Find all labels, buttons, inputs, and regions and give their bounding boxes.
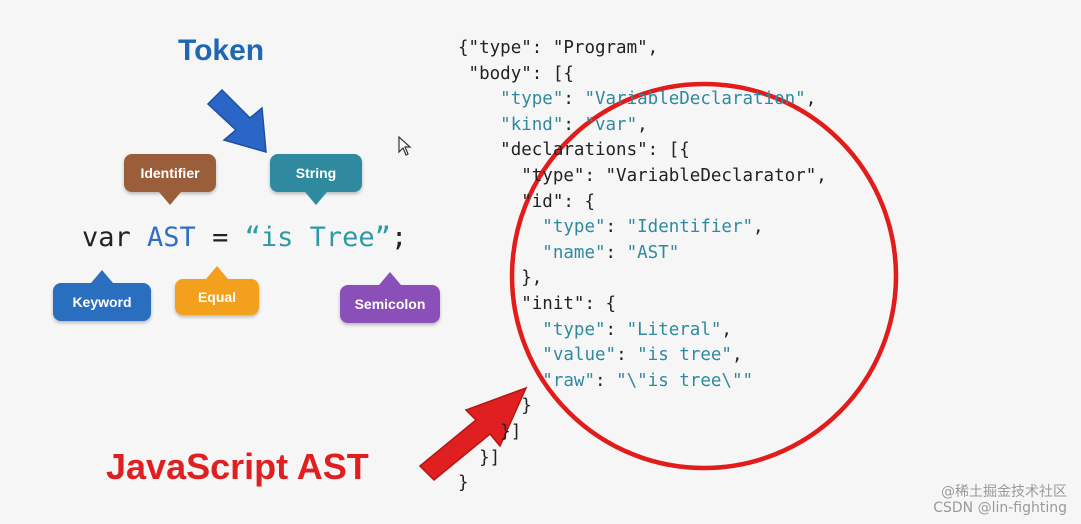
json-token: ,	[731, 345, 743, 366]
string-bubble: String	[270, 154, 362, 192]
equal-bubble: Equal	[175, 279, 259, 315]
json-line: "type": "Identifier",	[458, 215, 827, 241]
token-title: Token	[178, 34, 265, 67]
json-token: {	[458, 38, 469, 58]
json-token: ,	[805, 89, 817, 110]
semicolon-bubble: Semicolon	[340, 285, 440, 323]
json-line: "type": "VariableDeclaration",	[458, 87, 827, 113]
watermark-line-1: @稀土掘金技术社区	[941, 484, 1067, 500]
ast-json-block: {"type": "Program", "body": [{ "type": "…	[458, 36, 827, 497]
json-line: {"type": "Program",	[458, 36, 827, 62]
json-line: }]	[458, 446, 827, 472]
json-token: "declarations"	[500, 140, 648, 161]
code-keyword: var	[82, 222, 131, 253]
json-line: "type": "Literal",	[458, 318, 827, 344]
json-token: "name"	[542, 242, 606, 263]
json-token: "type"	[468, 38, 532, 58]
json-line: }	[458, 394, 827, 420]
json-token: :	[531, 38, 553, 58]
json-token: : {	[584, 293, 617, 314]
json-token: }	[521, 396, 532, 417]
json-line: "body": [{	[458, 62, 827, 88]
json-token: ,	[647, 38, 659, 58]
json-token: :	[563, 114, 585, 135]
json-line: "raw": "\"is tree\""	[458, 369, 827, 395]
json-line: },	[458, 266, 827, 292]
json-line: "id": {	[458, 190, 827, 216]
code-equal: =	[212, 222, 229, 253]
json-line: }	[458, 471, 827, 497]
json-token: "type"	[542, 217, 606, 238]
watermark: @稀土掘金技术社区 CSDN @lin-fighting	[933, 484, 1067, 516]
red-arrow-icon	[418, 386, 528, 482]
json-token: ,	[753, 217, 764, 238]
json-line: "name": "AST"	[458, 241, 827, 267]
code-semicolon: ;	[390, 222, 408, 253]
highlight-circle	[509, 81, 899, 471]
json-token: "Program"	[552, 38, 648, 58]
json-token: "VariableDeclarator"	[605, 165, 817, 186]
json-token: "value"	[542, 345, 617, 366]
code-line: var AST = “is Tree”;	[82, 222, 407, 253]
json-line: "init": {	[458, 292, 827, 318]
json-token: }	[458, 473, 469, 494]
json-token: ,	[816, 165, 827, 186]
code-string: “is Tree”	[244, 222, 391, 253]
json-token: "body"	[468, 63, 532, 84]
json-token: : [{	[531, 63, 574, 84]
json-line: "declarations": [{	[458, 138, 827, 164]
json-token: :	[584, 165, 606, 186]
json-token: },	[521, 268, 543, 289]
json-token: :	[605, 217, 627, 238]
json-line: "value": "is tree",	[458, 343, 827, 369]
json-line: }]	[458, 420, 827, 446]
json-token: : {	[563, 191, 595, 212]
json-token: :	[616, 345, 638, 366]
json-token: "var"	[584, 114, 638, 135]
json-token: "type"	[542, 319, 606, 340]
json-token: "AST"	[626, 242, 680, 263]
json-token: :	[605, 242, 627, 263]
json-token: "\"is tree\""	[616, 370, 754, 391]
json-token: :	[605, 319, 627, 340]
mouse-pointer-icon	[398, 136, 412, 156]
json-token: :	[563, 89, 585, 110]
json-token: "is tree"	[637, 345, 732, 366]
identifier-bubble: Identifier	[124, 154, 216, 192]
json-token: }]	[479, 447, 501, 468]
json-token: :	[594, 370, 617, 391]
json-token: ,	[637, 114, 648, 135]
json-token: "type"	[500, 89, 564, 110]
json-token: }]	[500, 421, 522, 442]
json-line: "kind": "var",	[458, 113, 827, 139]
json-line: "type": "VariableDeclarator",	[458, 164, 827, 190]
json-token: "Identifier"	[626, 217, 754, 238]
json-token: "id"	[521, 191, 564, 212]
ast-title: JavaScript AST	[106, 446, 369, 487]
code-identifier: AST	[147, 222, 196, 253]
json-token: "raw"	[542, 370, 595, 391]
json-token: "VariableDeclaration"	[584, 89, 806, 110]
watermark-line-2: CSDN @lin-fighting	[933, 500, 1067, 516]
json-token: "Literal"	[626, 319, 722, 340]
json-token: "kind"	[500, 114, 564, 135]
json-token: "type"	[521, 165, 585, 186]
blue-arrow-icon	[206, 88, 267, 154]
keyword-bubble: Keyword	[53, 283, 151, 321]
json-token: "init"	[521, 293, 585, 314]
json-token: ,	[721, 319, 732, 340]
json-token: : [{	[647, 140, 690, 161]
